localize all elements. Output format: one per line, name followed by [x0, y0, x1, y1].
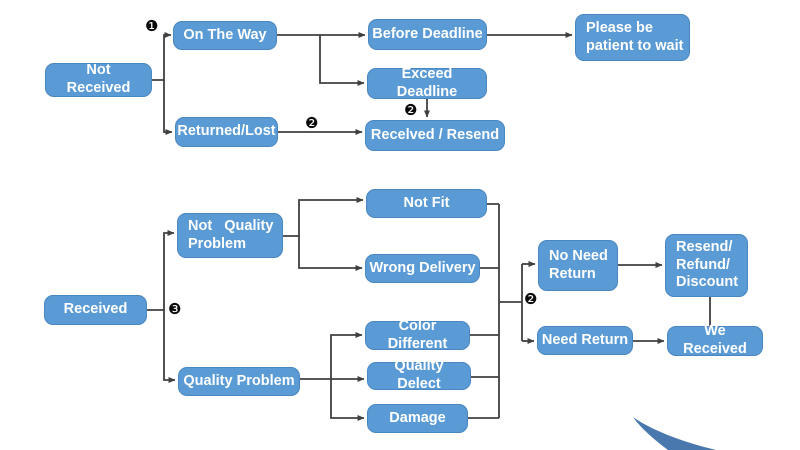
step-2-badge-returned: ❷ — [305, 115, 319, 132]
node-no-need-return: No Need Return — [538, 240, 618, 291]
node-wrong-delivery: Wrong Delivery — [365, 254, 480, 283]
node-please-wait: Please be patient to wait — [575, 14, 690, 61]
node-quality-delect: Quality Delect — [367, 358, 471, 392]
node-returned-lost: Returned/Lost — [175, 117, 278, 147]
node-not-fit: Not Fit — [366, 189, 487, 218]
arrow-received-notqualityproblem — [147, 230, 175, 311]
node-on-the-way: On The Way — [173, 21, 277, 50]
node-damage: Damage — [367, 404, 468, 433]
arrow-received-qualityproblem — [163, 310, 176, 383]
node-quality-problem: Quality Problem — [178, 367, 300, 396]
step-2-badge-exceed: ❷ — [404, 102, 418, 119]
arrow-qp-colordifferent — [300, 332, 363, 380]
step-3-badge: ❸ — [168, 301, 182, 318]
step-2-badge-return: ❷ — [524, 291, 538, 308]
node-resend-refund-discount: Resend/ Refund/ Discount — [665, 234, 748, 297]
node-before-deadline: Before Deadline — [368, 19, 487, 50]
swoosh-decoration — [633, 417, 716, 450]
node-not-quality-problem: Not Quality Problem — [177, 213, 283, 258]
node-not-received: Not Received — [45, 62, 152, 97]
arrow-notreceived-returnedlost — [163, 80, 173, 135]
arrow-notreceived-ontheway — [152, 32, 172, 81]
arrow-nqp-notfit — [283, 197, 364, 237]
node-color-different: Color Different — [365, 318, 470, 352]
node-need-return: Need Return — [537, 326, 633, 355]
node-received: Received — [44, 295, 147, 325]
arrow-nqp-wrongdelivery — [298, 236, 363, 271]
arrow-qp-damage — [330, 379, 365, 421]
arrow-ontheway-exceeddeadline — [319, 35, 365, 86]
node-exceed-deadline: Exceed Deadline — [367, 66, 487, 100]
plain-connectors — [468, 203, 711, 419]
node-received-resend: Recelved / Resend — [365, 120, 505, 151]
node-we-received: We Received — [667, 323, 763, 357]
step-1-badge: ❶ — [145, 18, 159, 35]
